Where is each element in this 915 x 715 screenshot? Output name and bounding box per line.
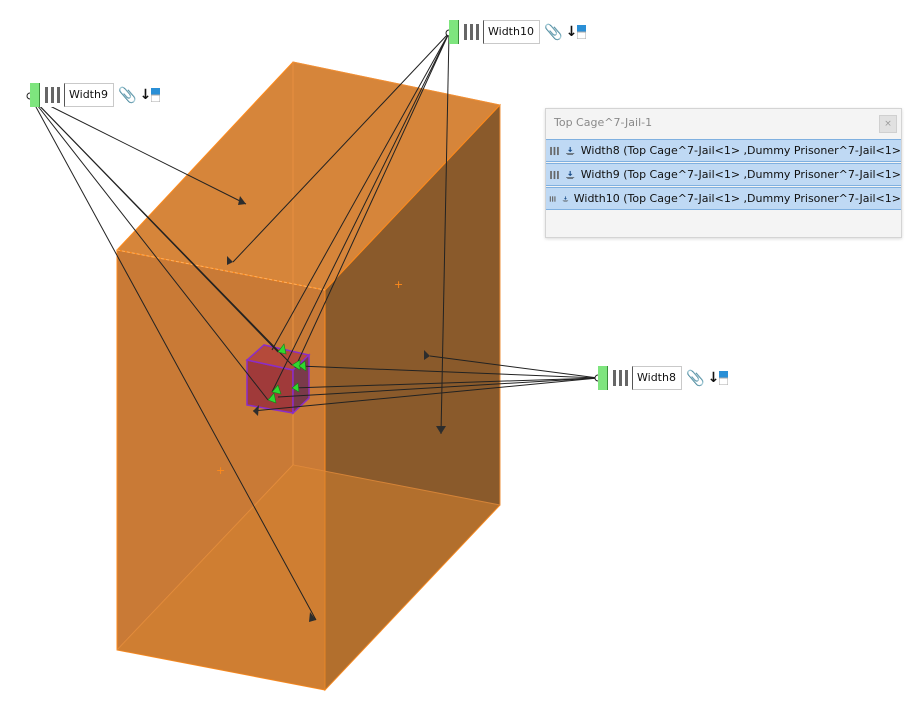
paperclip-icon[interactable]: 📎 — [117, 86, 137, 104]
width9-label[interactable]: Width9 — [64, 83, 114, 107]
width9-callout[interactable]: Width9 📎 ↓ — [30, 83, 161, 107]
close-icon[interactable]: × — [879, 115, 897, 133]
mate-row-label: Width8 (Top Cage^7-Jail<1> ,Dummy Prison… — [580, 144, 901, 157]
origin-marker: + — [394, 278, 403, 291]
origin-marker: + — [216, 464, 225, 477]
mate-row-width9[interactable]: Width9 (Top Cage^7-Jail<1> ,Dummy Prison… — [546, 163, 901, 186]
width10-label[interactable]: Width10 — [483, 20, 540, 44]
width-mate-icon — [550, 170, 559, 179]
width-mate-icon — [464, 24, 479, 40]
ground-icon — [566, 146, 575, 155]
width8-label[interactable]: Width8 — [632, 366, 682, 390]
leader-arrowheads — [227, 196, 446, 622]
mates-popup-panel[interactable]: Top Cage^7-Jail-1 × Width8 (Top Cage^7-J… — [545, 108, 902, 238]
width10-leaders — [232, 32, 450, 435]
down-arrow-icon[interactable]: ↓ — [565, 24, 578, 40]
mate-row-width8[interactable]: Width8 (Top Cage^7-Jail<1> ,Dummy Prison… — [546, 139, 901, 162]
mate-row-width10[interactable]: Width10 (Top Cage^7-Jail<1> ,Dummy Priso… — [546, 187, 901, 210]
width-mate-icon — [549, 195, 556, 202]
mate-contact-arrows — [267, 343, 307, 404]
width8-leaders — [252, 355, 599, 412]
width9-leaders — [29, 95, 317, 621]
cube-icon — [577, 25, 587, 39]
callout-green-tab — [30, 83, 40, 107]
ground-icon — [562, 195, 568, 201]
width-mate-icon — [613, 370, 628, 386]
panel-title: Top Cage^7-Jail-1 — [554, 116, 653, 129]
paperclip-icon[interactable]: 📎 — [543, 23, 563, 41]
cube-icon — [151, 88, 161, 102]
box-top-dashed-edge — [116, 249, 326, 291]
width-mate-icon — [550, 146, 559, 155]
paperclip-icon[interactable]: 📎 — [685, 369, 705, 387]
width8-callout[interactable]: Width8 📎 ↓ — [598, 366, 729, 390]
cube-icon — [719, 371, 729, 385]
mates-list: Width8 (Top Cage^7-Jail<1> ,Dummy Prison… — [546, 139, 901, 211]
callout-green-tab — [598, 366, 608, 390]
mate-row-label: Width9 (Top Cage^7-Jail<1> ,Dummy Prison… — [580, 168, 901, 181]
callout-green-tab — [449, 20, 459, 44]
width10-callout[interactable]: Width10 📎 ↓ — [449, 20, 587, 44]
down-arrow-icon[interactable]: ↓ — [707, 370, 720, 386]
box-bottom-face — [117, 465, 500, 690]
mate-row-label: Width10 (Top Cage^7-Jail<1> ,Dummy Priso… — [573, 192, 901, 205]
width-mate-icon — [45, 87, 60, 103]
down-arrow-icon[interactable]: ↓ — [139, 87, 152, 103]
ground-icon — [566, 170, 575, 179]
